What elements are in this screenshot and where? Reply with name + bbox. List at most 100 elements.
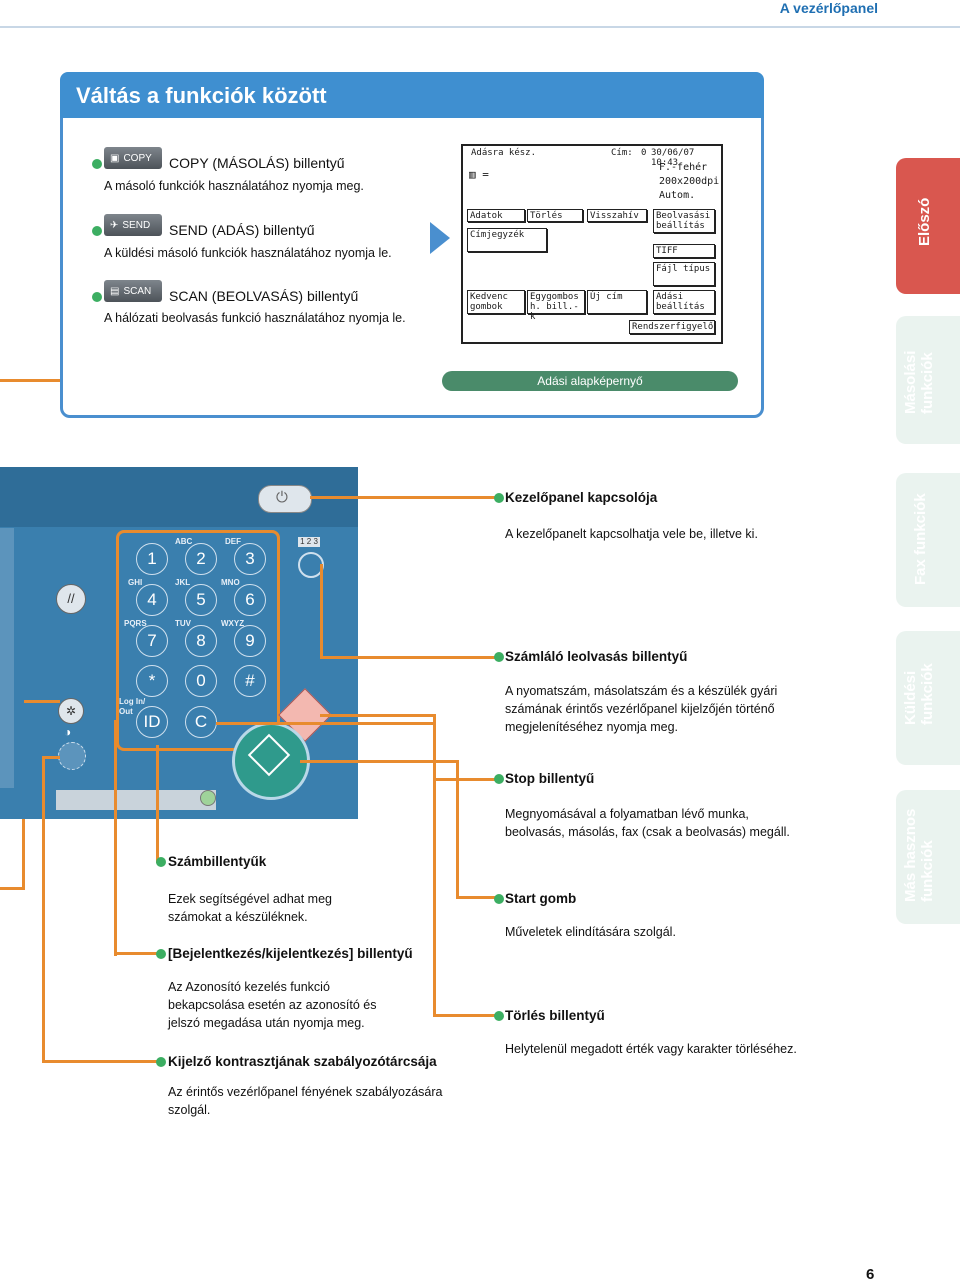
screen-btn-tiff[interactable]: TIFF: [653, 244, 715, 258]
callout-text-start: Műveletek elindítására szolgál.: [505, 925, 676, 939]
tab-masolasi-funkciok[interactable]: Másolási funkciók: [896, 316, 960, 444]
key-4[interactable]: 4: [136, 584, 168, 616]
callout-line-power: [310, 496, 498, 499]
callout-line-settings: [24, 700, 60, 703]
screen-cim-label: Cím:: [611, 148, 633, 158]
screen-btn-fajl[interactable]: Fájl típus: [653, 262, 715, 286]
key-1[interactable]: 1: [136, 543, 168, 575]
key-asterisk[interactable]: *: [136, 665, 168, 697]
address-book-icon: ▥ =: [469, 168, 489, 181]
tab-eloszo[interactable]: Előszó: [896, 158, 960, 294]
power-icon: ⏻: [276, 489, 288, 506]
key-8[interactable]: 8: [185, 625, 217, 657]
tab-kuldesi-funkciok[interactable]: Küldési funkciók: [896, 631, 960, 765]
key-6[interactable]: 6: [234, 584, 266, 616]
callout-dot-keypad: [156, 857, 166, 867]
screen-mode1: F.-fehér: [659, 162, 708, 173]
edge-line-bottom: [0, 887, 24, 890]
send-key-image: ✈SEND: [104, 214, 162, 236]
key-clear[interactable]: C: [185, 706, 217, 738]
screen-btn-cimjegyzek[interactable]: Címjegyzék: [467, 228, 547, 252]
scan-key-desc: A hálózati beolvasás funkció használatáh…: [104, 311, 406, 325]
callout-line-contrast-h: [42, 1060, 160, 1063]
screen-btn-beolvasasi[interactable]: Beolvasási beállítás: [653, 209, 715, 233]
panel-power-switch[interactable]: [258, 485, 312, 513]
scan-icon: ▤: [110, 285, 120, 297]
key-9[interactable]: 9: [234, 625, 266, 657]
letters-abc: ABC: [175, 537, 193, 546]
screen-mode2: 200x200dpi: [659, 176, 720, 187]
contrast-dial[interactable]: [58, 742, 86, 770]
send-bullet: [92, 226, 102, 236]
callout-text-clear: Helytelenül megadott érték vagy karakter…: [505, 1042, 797, 1056]
settings-key[interactable]: ✲: [58, 698, 84, 724]
screen-btn-visszahiv[interactable]: Visszahív: [587, 209, 647, 222]
counter-key-label: 1 2 3: [298, 537, 320, 547]
screen-btn-kedvenc[interactable]: Kedvenc gombok: [467, 290, 525, 314]
callout-line-contrast-a: [42, 756, 60, 759]
send-screen-mockup: Adásra kész. Cím: 0 30/06/07 10:43 ▥ = F…: [461, 144, 723, 344]
contrast-icon: ◑: [64, 725, 72, 739]
main-title: Váltás a funkciók között: [76, 83, 327, 108]
key-0[interactable]: 0: [185, 665, 217, 697]
screen-datetime: 30/06/07 10:43: [651, 148, 695, 168]
key-hash[interactable]: #: [234, 665, 266, 697]
callout-line-start-a: [300, 760, 458, 763]
send-icon: ✈: [110, 219, 119, 231]
panel-screen-edge: [0, 528, 14, 788]
screen-btn-uj-cim[interactable]: Új cím: [587, 290, 647, 314]
status-lamp: [200, 790, 216, 806]
login-label: Log In/ Out: [119, 697, 146, 716]
callout-dot-login: [156, 949, 166, 959]
screen-btn-egygombos[interactable]: Egygombos h. bill.-k: [527, 290, 585, 322]
main-title-bar: [60, 72, 764, 118]
callout-title-stop: Stop billentyű: [505, 771, 595, 786]
screen-btn-rendszerfigyelo[interactable]: Rendszerfigyelő: [629, 320, 715, 334]
callout-text-stop: Megnyomásával a folyamatban lévő munka, …: [505, 807, 790, 839]
send-key-desc: A küldési másoló funkciók használatához …: [104, 246, 392, 260]
tab-fax-funkciok[interactable]: Fax funkciók: [896, 473, 960, 607]
key-7[interactable]: 7: [136, 625, 168, 657]
callout-line-keypad-v: [156, 745, 159, 863]
callout-title-counter: Számláló leolvasás billentyű: [505, 649, 688, 664]
callout-line-login-h: [114, 952, 160, 955]
callout-line-login-v: [114, 720, 117, 956]
callout-text-counter: A nyomatszám, másolatszám és a készülék …: [505, 684, 778, 734]
key-2[interactable]: 2: [185, 543, 217, 575]
callout-line-stop-a: [320, 714, 435, 717]
counter-check-key[interactable]: [298, 552, 324, 578]
screen-btn-adasi[interactable]: Adási beállítás: [653, 290, 715, 314]
callout-title-contrast: Kijelző kontrasztjának szabályozótárcsáj…: [168, 1054, 437, 1069]
key-5[interactable]: 5: [185, 584, 217, 616]
header-divider: [0, 26, 960, 28]
letters-pqrs: PQRS: [124, 619, 147, 628]
tab-mas-hasznos-funkciok[interactable]: Más hasznos funkciók: [896, 790, 960, 924]
keypad-frame: [116, 530, 280, 751]
screen-btn-torles[interactable]: Törlés: [527, 209, 583, 222]
copy-bullet: [92, 159, 102, 169]
callout-title-clear: Törlés billentyű: [505, 1008, 605, 1023]
callout-line-clear-v: [433, 722, 436, 1016]
callout-dot-start: [494, 894, 504, 904]
copy-key-image: ▣COPY: [104, 147, 162, 169]
letters-def: DEF: [225, 537, 241, 546]
callout-dot-counter: [494, 652, 504, 662]
reset-key[interactable]: //: [56, 584, 86, 614]
callout-line-start-v: [456, 760, 459, 898]
screen-cim-value: 0: [641, 148, 647, 158]
callout-title-keypad: Számbillentyűk: [168, 854, 267, 869]
callout-title-start: Start gomb: [505, 891, 577, 906]
screen-btn-adatok[interactable]: Adatok: [467, 209, 525, 222]
callout-line-contrast-v: [42, 756, 45, 1062]
letters-tuv: TUV: [175, 619, 191, 628]
copy-key-desc: A másoló funkciók használatához nyomja m…: [104, 179, 364, 193]
callout-text-login: Az Azonosító kezelés funkció bekapcsolás…: [168, 980, 377, 1030]
callout-line-start-h: [456, 896, 498, 899]
key-id[interactable]: ID: [136, 706, 168, 738]
key-3[interactable]: 3: [234, 543, 266, 575]
screen-status: Adásra kész.: [471, 148, 537, 158]
callout-text-keypad: Ezek segítségével adhat meg számokat a k…: [168, 892, 332, 924]
callout-text-contrast: Az érintős vezérlőpanel fényének szabály…: [168, 1085, 443, 1117]
scan-key-name: SCAN (BEOLVASÁS) billentyű: [169, 288, 359, 304]
callout-title-login: [Bejelentkezés/kijelentkezés] billentyű: [168, 946, 413, 961]
